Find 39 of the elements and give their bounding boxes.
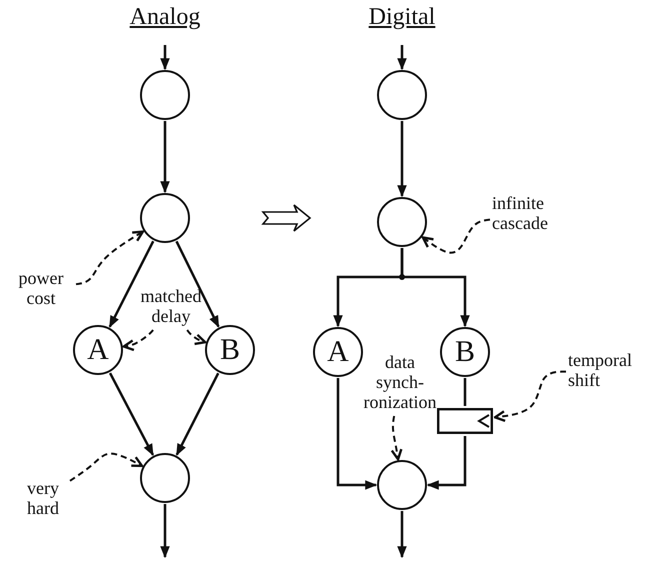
process-circle: A	[313, 327, 363, 377]
arrow	[108, 372, 154, 456]
arrow	[160, 121, 170, 194]
leader-line	[76, 230, 144, 286]
heading: Digital	[368, 4, 436, 31]
arrow	[160, 45, 170, 70]
heading: Analog	[130, 4, 200, 31]
arrow	[426, 436, 466, 490]
register-box	[437, 408, 493, 434]
process-circle	[377, 197, 427, 247]
arrow	[397, 511, 407, 558]
process-circle: B	[440, 327, 490, 377]
process-circle	[140, 70, 190, 120]
process-circle	[140, 453, 190, 503]
process-circle	[377, 460, 427, 510]
arrow	[175, 240, 220, 328]
arrow	[176, 372, 220, 456]
arrow	[160, 504, 170, 558]
process-circle: A	[73, 325, 123, 375]
arrow	[336, 378, 378, 490]
annotation: data synch- ronization	[362, 352, 438, 412]
annotation: power cost	[8, 268, 74, 308]
leader-line	[122, 329, 154, 352]
leader-line	[422, 218, 490, 254]
process-circle: B	[205, 325, 255, 375]
arrow	[397, 45, 407, 70]
leader-line	[69, 452, 144, 482]
leader-line	[186, 329, 206, 346]
leader-line	[390, 416, 403, 460]
annotation: temporal shift	[568, 350, 646, 390]
annotation: infinite cascade	[492, 193, 574, 233]
arrow	[397, 121, 407, 198]
process-circle	[377, 70, 427, 120]
process-circle	[140, 193, 190, 243]
arrow	[400, 248, 470, 328]
annotation: matched delay	[125, 286, 217, 326]
arrow	[108, 240, 154, 328]
annotation: very hard	[18, 478, 68, 518]
leader-line	[494, 370, 566, 422]
